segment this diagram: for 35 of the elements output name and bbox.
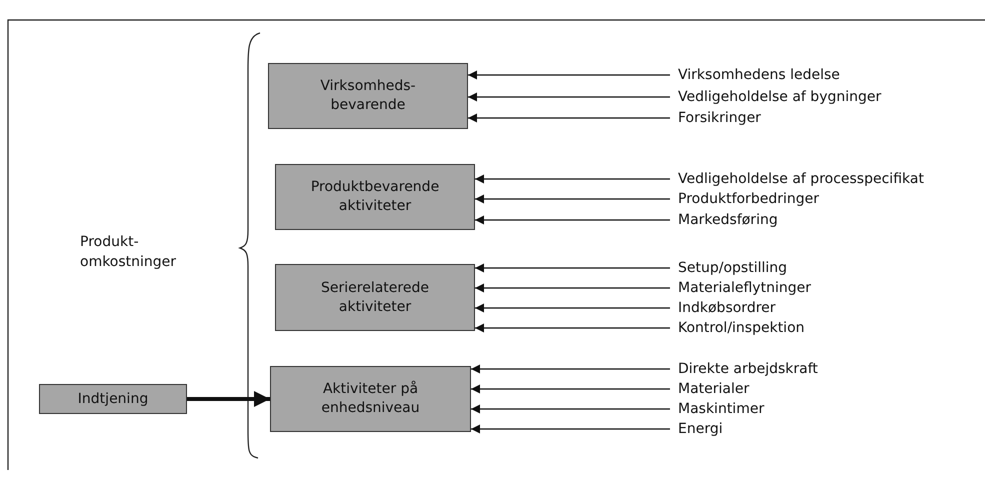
- process-box: Serierelaterede aktiviteter: [275, 264, 475, 331]
- arrow: [468, 92, 670, 102]
- process-box: Indtjening: [39, 384, 187, 414]
- cost-driver-text: Forsikringer: [678, 109, 761, 127]
- cost-driver-text: Energi: [678, 420, 723, 438]
- arrow: [471, 404, 670, 414]
- cost-driver-text: Produktforbedringer: [678, 190, 819, 208]
- process-box: Virksomheds- bevarende: [268, 63, 468, 129]
- arrow: [471, 364, 670, 374]
- cost-driver-text: Kontrol/inspektion: [678, 319, 805, 337]
- arrow: [475, 194, 670, 204]
- arrow: [475, 284, 670, 292]
- cost-driver-text: Setup/opstilling: [678, 259, 788, 277]
- arrow: [471, 424, 670, 434]
- arrow: [468, 114, 670, 122]
- arrow: [475, 264, 670, 272]
- cost-driver-text: Virksomhedens ledelse: [678, 66, 840, 84]
- arrow: [187, 391, 270, 407]
- cost-driver-text: Vedligeholdelse af processpecifikat: [678, 170, 924, 188]
- process-box: Aktiviteter på enhedsniveau: [270, 366, 471, 432]
- arrow: [468, 70, 670, 80]
- arrow: [475, 216, 670, 224]
- cost-driver-text: Vedligeholdelse af bygninger: [678, 88, 882, 106]
- cost-driver-text: Indkøbsordrer: [678, 299, 776, 317]
- cost-driver-text: Markedsføring: [678, 211, 778, 229]
- cost-driver-text: Materialer: [678, 380, 750, 398]
- brace-label: Produkt- omkostninger: [80, 233, 178, 272]
- arrow: [475, 174, 670, 184]
- cost-driver-text: Materialeflytninger: [678, 279, 811, 297]
- process-box: Produktbevarende aktiviteter: [275, 164, 475, 230]
- cost-driver-text: Direkte arbejdskraft: [678, 360, 818, 378]
- arrow: [475, 304, 670, 312]
- arrow: [475, 324, 670, 332]
- cost-driver-text: Maskintimer: [678, 400, 764, 418]
- arrow: [471, 384, 670, 394]
